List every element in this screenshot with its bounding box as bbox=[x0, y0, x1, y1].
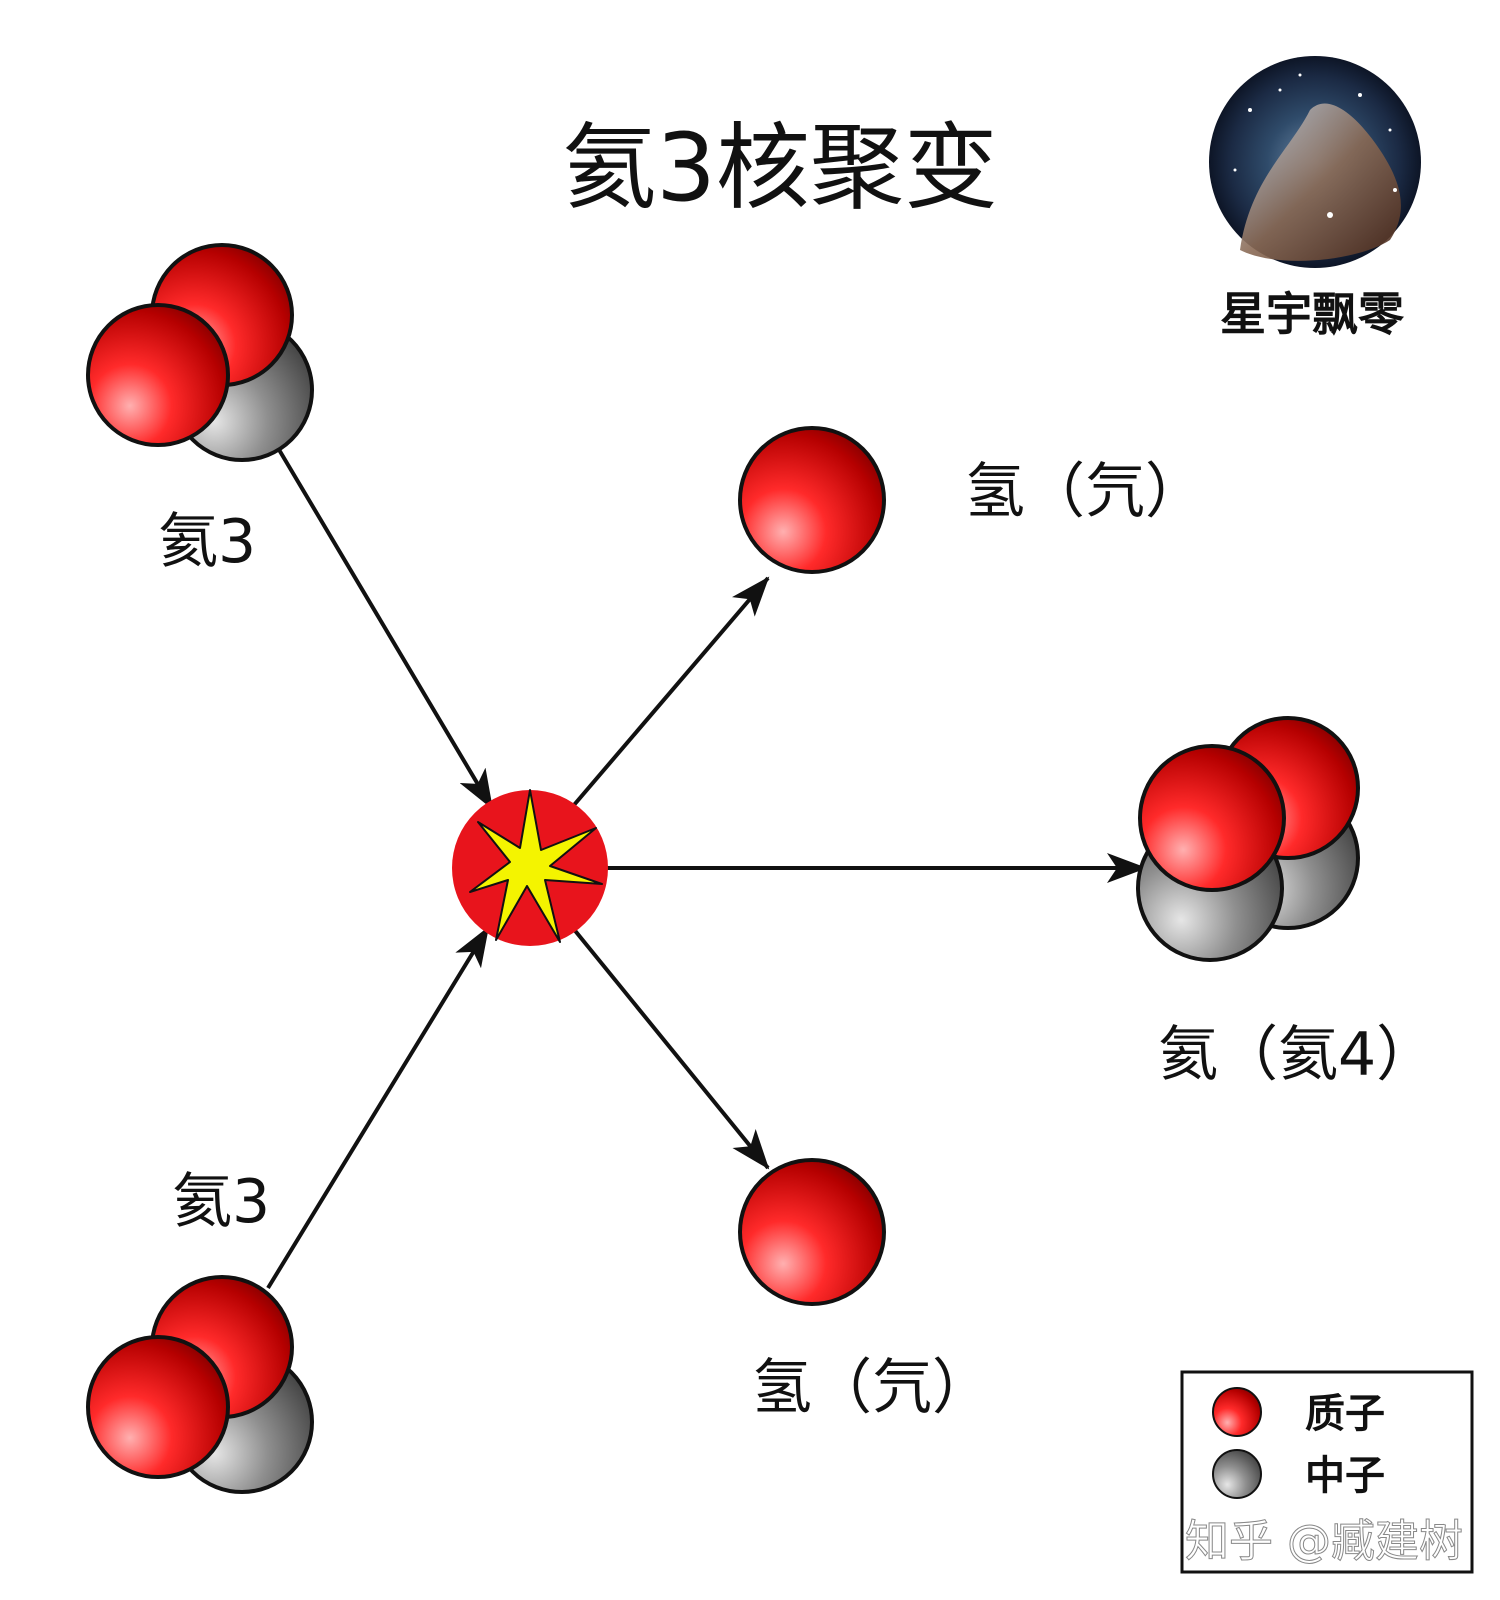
arrow-center-to-h-top bbox=[566, 576, 770, 814]
nebula-dust-icon bbox=[1240, 103, 1401, 261]
he3-nucleus-bottom bbox=[86, 1275, 314, 1494]
page-title: 氦3核聚变 bbox=[562, 114, 998, 223]
hydrogen-proton-bottom bbox=[738, 1158, 886, 1306]
he4-nucleus bbox=[1136, 716, 1360, 962]
watermark: 知乎 @臧建树 bbox=[1185, 1516, 1463, 1567]
brand-logo: 星宇飘零 bbox=[1209, 56, 1421, 341]
stars-icon bbox=[1233, 73, 1397, 218]
proton bbox=[86, 1335, 230, 1479]
fusion-reaction-center bbox=[452, 789, 608, 946]
hydrogen-proton-top bbox=[738, 426, 886, 574]
label-he4: 氦（氦4） bbox=[1158, 1020, 1436, 1090]
legend-proton-icon bbox=[1212, 1387, 1262, 1437]
legend-neutron-icon bbox=[1212, 1449, 1262, 1499]
arrow-center-to-h-bottom bbox=[566, 920, 770, 1170]
legend-proton-label: 质子 bbox=[1305, 1391, 1385, 1437]
label-he3-top: 氦3 bbox=[158, 507, 256, 577]
proton bbox=[86, 303, 230, 447]
label-he3-bottom: 氦3 bbox=[172, 1167, 270, 1237]
arrow-he3-top-to-center bbox=[276, 446, 494, 810]
starburst-icon bbox=[469, 789, 603, 943]
proton bbox=[1138, 744, 1286, 892]
brand-name: 星宇飘零 bbox=[1220, 287, 1405, 341]
he3-nucleus-top bbox=[86, 243, 314, 462]
label-h-top: 氢（氕） bbox=[965, 457, 1205, 527]
arrow-he3-bottom-to-center bbox=[266, 926, 490, 1290]
legend: 质子 中子 bbox=[1180, 1370, 1474, 1574]
label-h-bottom: 氢（氕） bbox=[752, 1353, 992, 1423]
legend-neutron-label: 中子 bbox=[1305, 1453, 1385, 1499]
